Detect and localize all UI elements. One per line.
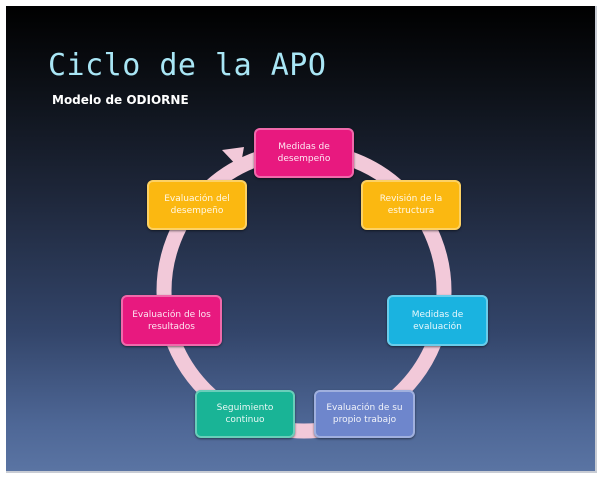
step-medidas-desempeno: Medidas de desempeño — [254, 128, 354, 178]
step-evaluacion-resultados: Evaluación de los resultados — [121, 295, 222, 346]
cycle-arrow-head-icon — [222, 147, 244, 169]
step-label: Medidas de evaluación — [411, 309, 464, 332]
step-label: Revisión de la estructura — [379, 194, 443, 216]
slide-subtitle: Modelo de ODIORNE — [52, 93, 189, 107]
slide-title: Ciclo de la APO — [48, 48, 327, 83]
step-label: Evaluación de su propio trabajo — [326, 403, 403, 425]
step-label: Medidas de desempeño — [277, 142, 331, 164]
step-label: Evaluación de los resultados — [132, 309, 211, 332]
step-evaluacion-desempeno: Evaluación del desempeño — [147, 180, 247, 230]
step-seguimiento-continuo: Seguimiento continuo — [195, 390, 295, 438]
step-label: Seguimiento continuo — [216, 403, 274, 425]
step-medidas-evaluacion: Medidas de evaluación — [387, 295, 488, 346]
slide — [6, 6, 597, 473]
step-label: Evaluación del desempeño — [164, 194, 230, 216]
step-evaluacion-propio-trabajo: Evaluación de su propio trabajo — [314, 390, 415, 438]
step-revision-estructura: Revisión de la estructura — [361, 180, 461, 230]
